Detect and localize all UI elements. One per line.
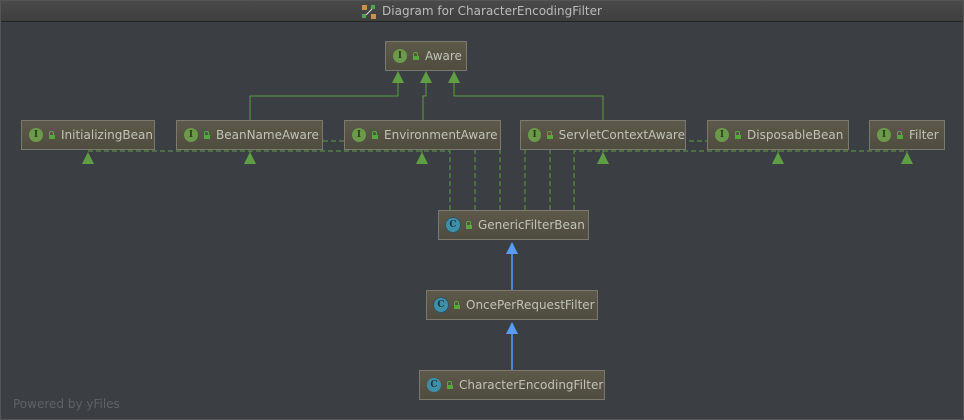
abstract-class-icon: C [434, 298, 448, 312]
public-access-icon [47, 131, 55, 139]
public-access-icon [545, 131, 554, 139]
node-disposable-bean[interactable]: I DisposableBean [707, 120, 849, 150]
public-access-icon [895, 131, 903, 139]
public-access-icon [411, 52, 419, 60]
interface-icon: I [393, 49, 407, 63]
node-environment-aware[interactable]: I EnvironmentAware [344, 120, 501, 150]
diagram-canvas[interactable]: I Aware I InitializingBean I BeanNameAwa… [1, 22, 963, 419]
interface-icon: I [184, 128, 198, 142]
edges-layer [82, 71, 913, 370]
arrowhead-servletcontextaware [597, 152, 609, 164]
node-label: BeanNameAware [216, 128, 319, 142]
node-label: DisposableBean [747, 128, 844, 142]
node-initializing-bean[interactable]: I InitializingBean [21, 120, 155, 150]
node-label: InitializingBean [61, 128, 153, 142]
edge-genericfilterbean-filter [573, 150, 908, 210]
node-once-per-request-filter[interactable]: C OncePerRequestFilter [426, 290, 598, 320]
public-access-icon [464, 221, 472, 229]
public-access-icon [445, 381, 453, 389]
public-access-icon [733, 131, 741, 139]
arrowhead-genericfilterbean [506, 242, 518, 254]
arrowhead-initializingbean [82, 152, 94, 164]
edge-servletcontextaware-aware [453, 83, 604, 120]
node-label: EnvironmentAware [384, 128, 498, 142]
interface-icon: I [877, 128, 891, 142]
node-label: GenericFilterBean [478, 218, 585, 232]
arrowhead-aware-3 [448, 71, 460, 83]
arrowhead-aware-2 [420, 71, 432, 83]
arrowhead-filter [901, 152, 913, 164]
powered-by-label: Powered by yFiles [13, 397, 120, 411]
arrowhead-environmentaware [416, 152, 428, 164]
node-generic-filter-bean[interactable]: C GenericFilterBean [438, 210, 589, 240]
node-label: OncePerRequestFilter [466, 298, 595, 312]
interface-icon: I [352, 128, 366, 142]
abstract-class-icon: C [446, 218, 460, 232]
interface-icon: I [715, 128, 729, 142]
window-title: Diagram for CharacterEncodingFilter [382, 4, 602, 18]
public-access-icon [370, 131, 378, 139]
interface-icon: I [29, 128, 43, 142]
node-label: ServletContextAware [558, 128, 685, 142]
node-aware[interactable]: I Aware [385, 41, 467, 71]
interface-icon: I [528, 128, 542, 142]
node-bean-name-aware[interactable]: I BeanNameAware [176, 120, 323, 150]
class-icon: C [427, 378, 441, 392]
arrowhead-aware-1 [392, 71, 404, 83]
arrowhead-beannameaware [244, 152, 256, 164]
arrowhead-onceperrequestfilter [506, 322, 518, 334]
node-character-encoding-filter[interactable]: C CharacterEncodingFilter [419, 370, 605, 400]
public-access-icon [202, 131, 210, 139]
title-bar: Diagram for CharacterEncodingFilter [1, 1, 963, 22]
node-label: CharacterEncodingFilter [459, 378, 604, 392]
edge-genericfilterbean-initializingbean [87, 150, 451, 210]
node-servlet-context-aware[interactable]: I ServletContextAware [520, 120, 686, 150]
arrowhead-disposablebean [772, 152, 784, 164]
node-label: Aware [425, 49, 462, 63]
diagram-icon [362, 4, 377, 19]
node-label: Filter [909, 128, 939, 142]
public-access-icon [452, 301, 460, 309]
edge-environmentaware-aware [422, 83, 427, 120]
edge-beannameaware-aware [249, 83, 399, 120]
node-filter[interactable]: I Filter [869, 120, 945, 150]
